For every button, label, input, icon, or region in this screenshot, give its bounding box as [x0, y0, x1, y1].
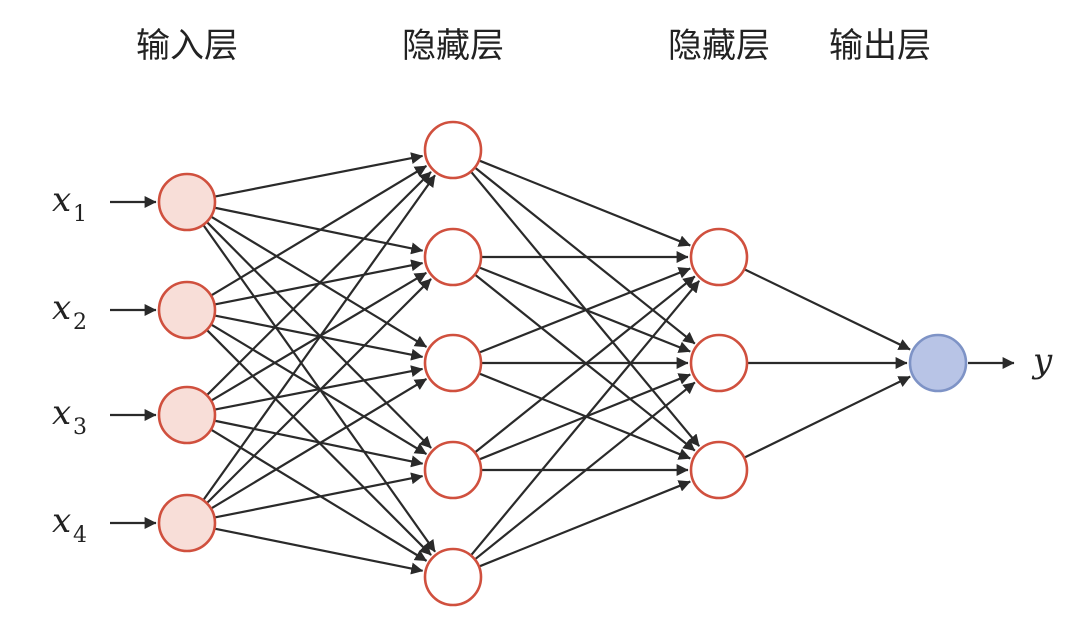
edge-input-1-to-hidden-1-2 — [215, 206, 424, 255]
connection-edges — [110, 152, 1015, 575]
network-nodes — [157, 120, 968, 607]
input-symbol: x — [52, 501, 71, 541]
input-node-1 — [157, 172, 217, 232]
edge-input-4-to-hidden-1-5 — [215, 527, 424, 575]
output-label: y — [1031, 341, 1053, 381]
edge-hidden-1-4-to-hidden-2-1 — [474, 275, 696, 453]
hidden-1-node-4 — [423, 440, 483, 500]
output-layer-title: 输出层 — [829, 26, 931, 66]
hidden-1-node-5 — [423, 547, 483, 607]
edge-input-4-to-hidden-1-3 — [211, 378, 428, 509]
edge-input-3-to-hidden-1-1 — [206, 171, 432, 396]
edge-input-3-to-hidden-1-5 — [211, 429, 428, 562]
hidden-2-node-1 — [689, 227, 749, 287]
input-subscript: 4 — [73, 523, 87, 548]
hidden-layer-1-title: 隐藏层 — [402, 26, 504, 66]
edge-input-3-to-hidden-1-3 — [215, 365, 424, 411]
edge-hidden-1-5-to-hidden-2-2 — [474, 381, 696, 560]
input-node-3 — [157, 385, 217, 445]
hidden-1-node-3 — [423, 333, 483, 393]
edge-input-1-to-hidden-1-1 — [215, 152, 424, 198]
input-node-4 — [157, 493, 217, 553]
hidden-1-node-1 — [423, 120, 483, 180]
hidden-2-node-3 — [689, 440, 749, 500]
edge-input-4-to-hidden-1-2 — [206, 278, 432, 504]
edge-hidden-2-3-to-output-1 — [744, 375, 911, 459]
input-subscript: 3 — [73, 415, 87, 440]
input-layer-title: 输入层 — [136, 26, 238, 66]
input-symbol: x — [52, 393, 71, 433]
edge-hidden-1-1-to-hidden-2-2 — [474, 167, 696, 345]
input-subscript: 1 — [73, 202, 87, 227]
input-node-2 — [157, 280, 217, 340]
edge-hidden-2-1-to-output-1 — [744, 268, 911, 351]
edge-input-3-to-hidden-1-4 — [215, 419, 424, 468]
hidden-layer-2-title: 隐藏层 — [668, 26, 770, 66]
edge-hidden-1-5-to-hidden-2-3 — [479, 480, 691, 568]
edge-input-4-to-hidden-1-1 — [202, 174, 436, 501]
hidden-2-node-2 — [689, 333, 749, 393]
hidden-1-node-2 — [423, 227, 483, 287]
edge-hidden-1-1-to-hidden-2-1 — [479, 159, 691, 247]
output-node-1 — [908, 333, 968, 393]
input-symbol: x — [52, 288, 71, 328]
edge-hidden-1-5-to-hidden-2-1 — [470, 280, 701, 556]
input-symbol: x — [52, 180, 71, 220]
edge-input-2-to-hidden-1-1 — [211, 165, 428, 296]
input-subscript: 2 — [73, 310, 87, 335]
edge-hidden-1-3-to-hidden-2-1 — [479, 267, 691, 354]
edge-input-4-to-hidden-1-4 — [215, 472, 424, 519]
